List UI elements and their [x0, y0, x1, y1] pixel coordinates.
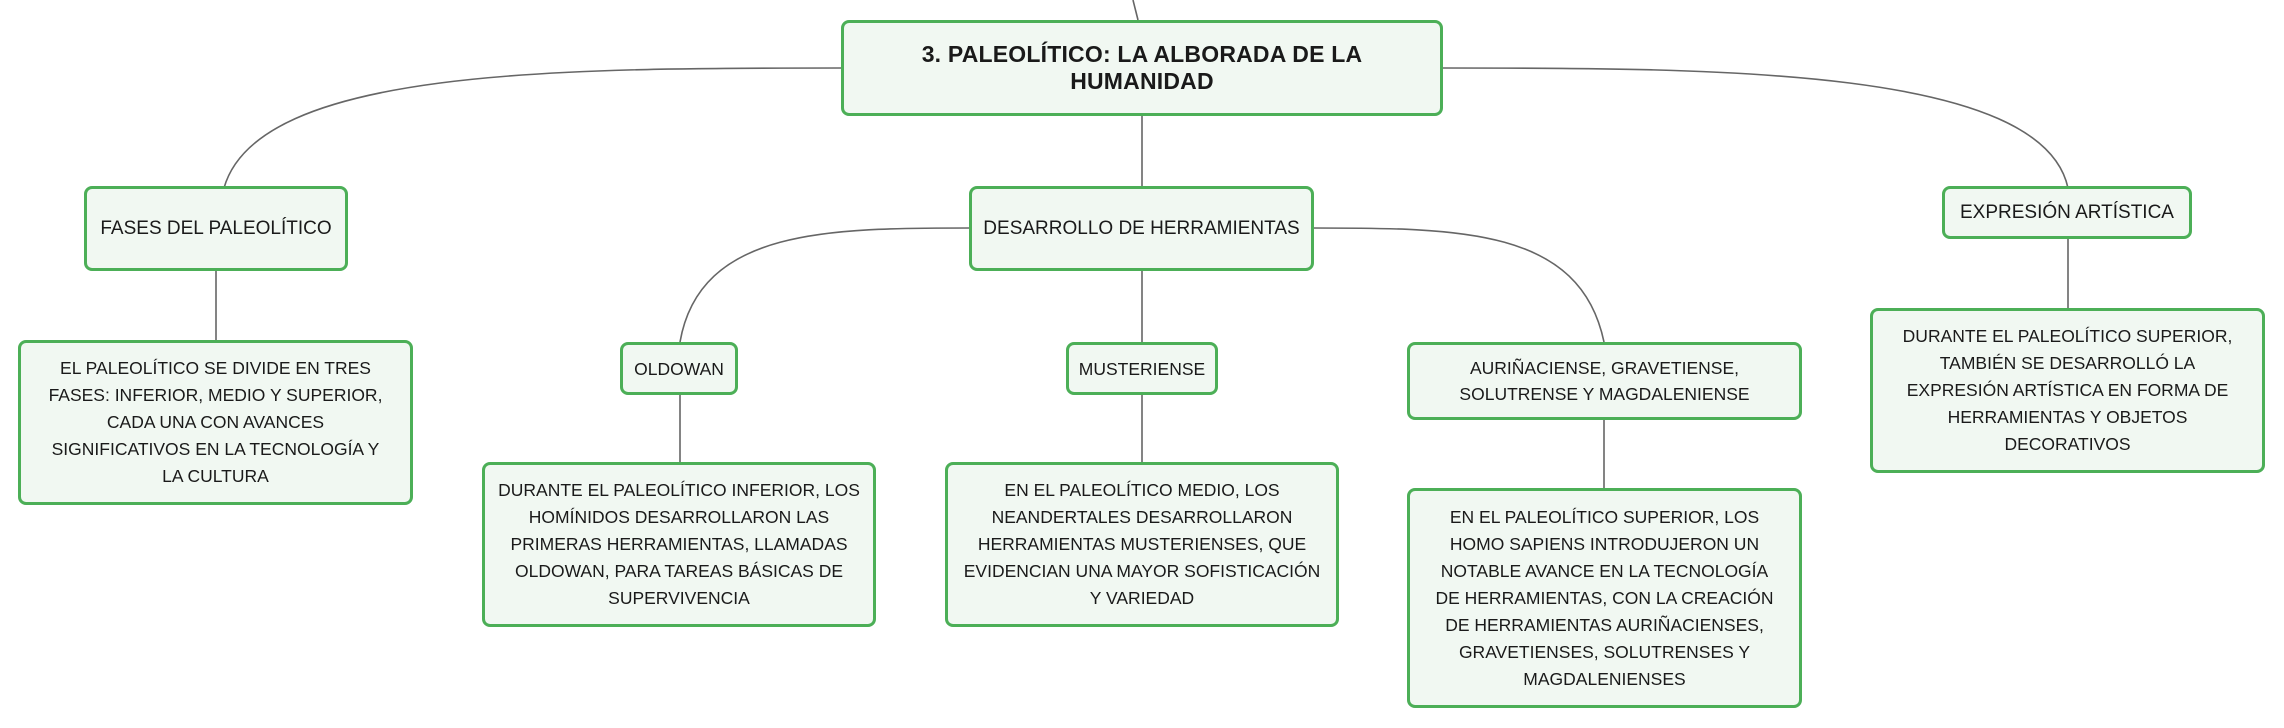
topic-herramientas[interactable]: DESARROLLO DE HERRAMIENTAS: [969, 186, 1314, 271]
fases-detail[interactable]: EL PALEOLÍTICO SE DIVIDE EN TRES FASES: …: [18, 340, 413, 505]
aurinaciense-detail[interactable]: EN EL PALEOLÍTICO SUPERIOR, LOS HOMO SAP…: [1407, 488, 1802, 708]
topic-fases-label: FASES DEL PALEOLÍTICO: [100, 217, 332, 239]
connector-parent: [1132, 0, 1139, 21]
subtopic-oldowan[interactable]: OLDOWAN: [620, 342, 738, 395]
oldowan-detail[interactable]: DURANTE EL PALEOLÍTICO INFERIOR, LOS HOM…: [482, 462, 876, 627]
subtopic-musteriense[interactable]: MUSTERIENSE: [1066, 342, 1218, 395]
topic-arte[interactable]: EXPRESIÓN ARTÍSTICA: [1942, 186, 2192, 239]
arte-detail[interactable]: DURANTE EL PALEOLÍTICO SUPERIOR, TAMBIÉN…: [1870, 308, 2265, 473]
fases-detail-text: EL PALEOLÍTICO SE DIVIDE EN TRES FASES: …: [48, 358, 383, 486]
topic-arte-label: EXPRESIÓN ARTÍSTICA: [1960, 201, 2174, 223]
subtopic-musteriense-label: MUSTERIENSE: [1078, 358, 1206, 379]
subtopic-aurinaciense[interactable]: AURIÑACIENSE, GRAVETIENSE, SOLUTRENSE Y …: [1407, 342, 1802, 420]
connector-root-fases: [223, 67, 844, 189]
oldowan-detail-text: DURANTE EL PALEOLÍTICO INFERIOR, LOS HOM…: [498, 480, 860, 608]
root-topic[interactable]: 3. PALEOLÍTICO: LA ALBORADA DE LA HUMANI…: [841, 20, 1443, 116]
subtopic-oldowan-label: OLDOWAN: [634, 358, 724, 379]
connector-root-arte: [1441, 67, 2069, 189]
topic-herramientas-label: DESARROLLO DE HERRAMIENTAS: [983, 217, 1300, 239]
topic-fases[interactable]: FASES DEL PALEOLÍTICO: [84, 186, 348, 271]
connector-herramientas-aurinaciense: [1311, 227, 1605, 343]
connector-herramientas-oldowan: [679, 227, 972, 343]
subtopic-aurinaciense-label: AURIÑACIENSE, GRAVETIENSE, SOLUTRENSE Y …: [1459, 358, 1750, 404]
arte-detail-text: DURANTE EL PALEOLÍTICO SUPERIOR, TAMBIÉN…: [1902, 326, 2233, 454]
aurinaciense-detail-text: EN EL PALEOLÍTICO SUPERIOR, LOS HOMO SAP…: [1435, 506, 1774, 689]
musteriense-detail[interactable]: EN EL PALEOLÍTICO MEDIO, LOS NEANDERTALE…: [945, 462, 1339, 627]
musteriense-detail-text: EN EL PALEOLÍTICO MEDIO, LOS NEANDERTALE…: [963, 480, 1321, 608]
root-topic-label: 3. PALEOLÍTICO: LA ALBORADA DE LA HUMANI…: [921, 41, 1363, 94]
